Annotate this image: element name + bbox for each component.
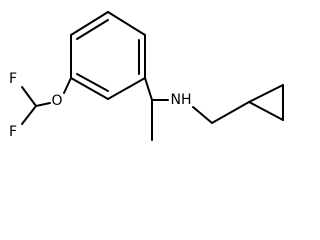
ethylamine-chain: NH xyxy=(144,77,250,141)
fluorine-bottom-atom-label: F xyxy=(9,124,17,140)
ring-to-oxygen-bond xyxy=(63,77,72,94)
difluoromethoxy-group: O F F xyxy=(9,71,72,140)
amine-nh-atom-label: NH xyxy=(171,92,192,108)
ch2-to-cyclopropyl-bond xyxy=(211,101,250,124)
nitrogen-to-ch2-bond xyxy=(192,106,213,124)
benzene-ring xyxy=(70,11,146,100)
molecule-structure: O F F NH xyxy=(9,11,284,141)
oxygen-to-chf2-bond xyxy=(35,102,51,107)
ring-bond-top xyxy=(70,11,109,36)
cyclopropyl-bond-bottom xyxy=(248,101,284,121)
ring-to-ch-bond xyxy=(144,77,153,101)
chf2-to-f-bottom-bond xyxy=(21,105,37,125)
ring-bond-bottom-left xyxy=(70,77,109,100)
ring-double-bond-top xyxy=(76,19,109,40)
fluorine-top-atom-label: F xyxy=(9,71,17,87)
ring-bond-bottom-right xyxy=(107,77,146,100)
chf2-to-f-top-bond xyxy=(21,86,37,107)
oxygen-atom-label: O xyxy=(51,93,62,109)
cyclopropyl-ring xyxy=(248,84,284,121)
ring-bond-top-right xyxy=(107,11,146,36)
ring-double-bond-bottom xyxy=(76,73,109,92)
cyclopropyl-bond-top xyxy=(248,84,284,103)
